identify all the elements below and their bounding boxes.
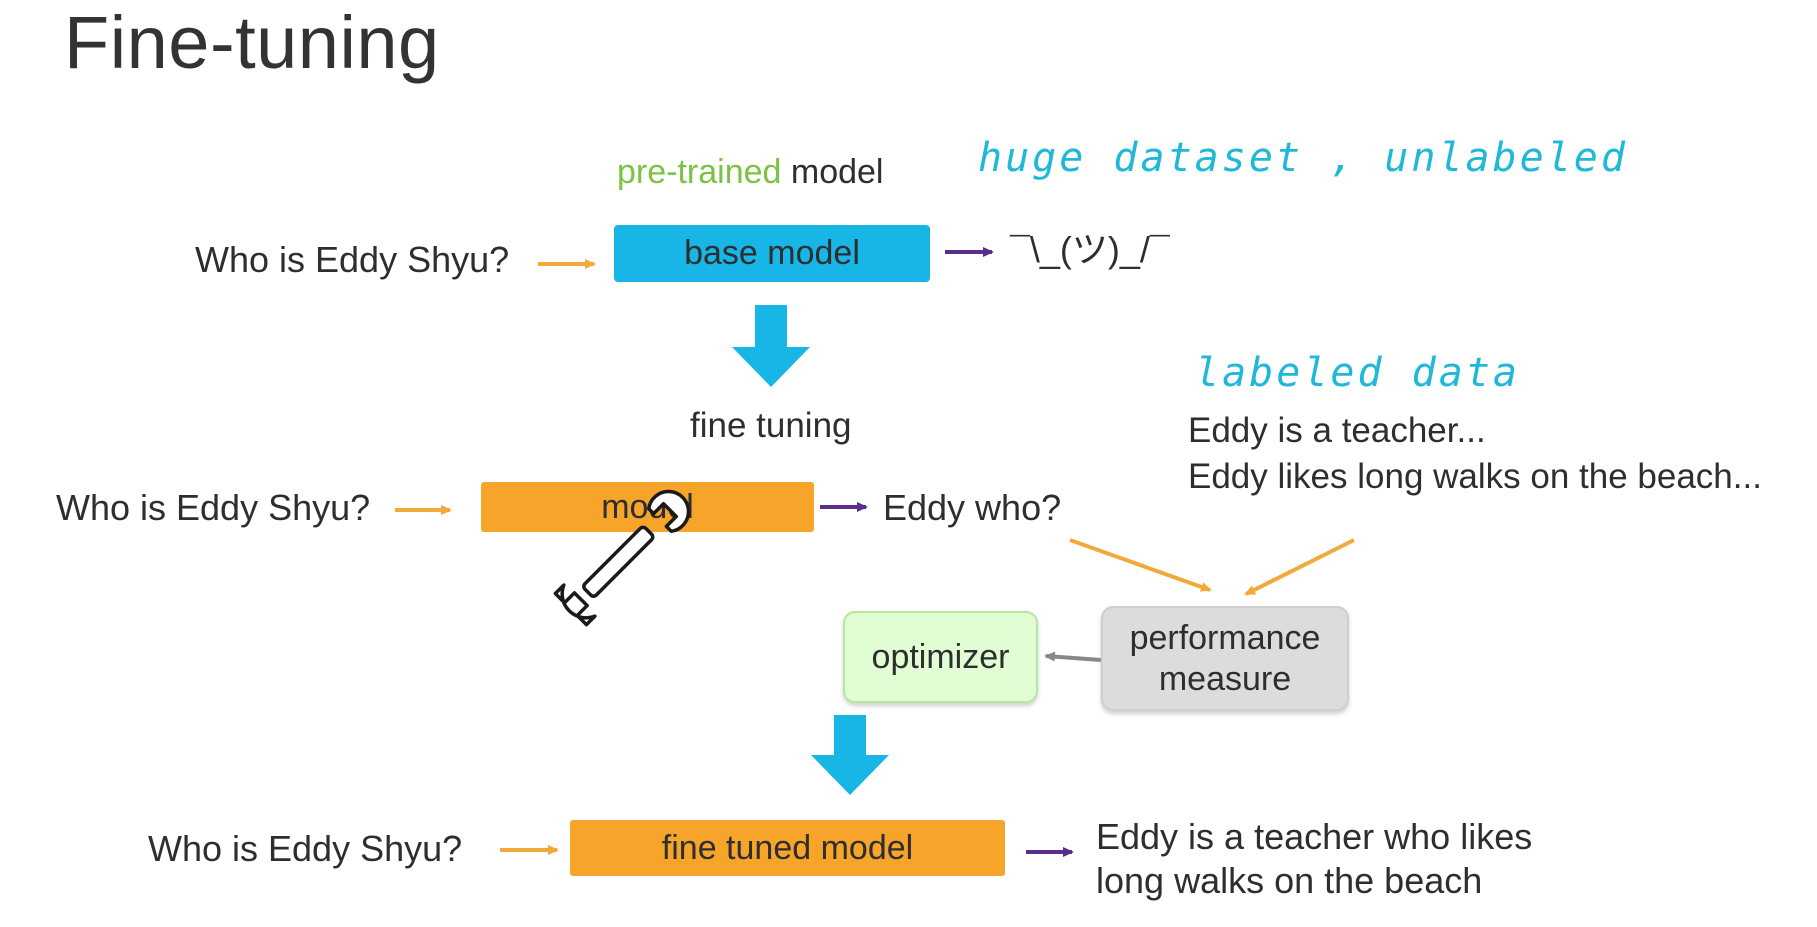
performance-line2: measure (1158, 659, 1292, 698)
top-question: Who is Eddy Shyu? (195, 239, 510, 280)
fine-tuned-output-line2: long walks on the beach (1096, 860, 1483, 901)
optimizer-label: optimizer (871, 637, 1010, 676)
labeled-data-line2: Eddy likes long walks on the beach... (1188, 457, 1762, 496)
huge-dataset-annotation: huge dataset , unlabeled (978, 135, 1628, 181)
performance-measure-box: performance measure (1101, 606, 1349, 711)
optimizer-box: optimizer (843, 611, 1038, 703)
labeled-data-line1: Eddy is a teacher... (1188, 411, 1486, 450)
down-arrow-icon (811, 715, 889, 795)
base-model-output: ¯\_(ツ)_/¯ (1010, 229, 1170, 270)
performance-line1: performance (1129, 618, 1321, 657)
fine-tuned-output-line1: Eddy is a teacher who likes (1096, 816, 1533, 857)
slide-title: Fine-tuning (64, 1, 440, 84)
model-box: model (481, 482, 814, 532)
measure-to-optimizer-arrow (1044, 651, 1102, 662)
middle-question: Who is Eddy Shyu? (56, 487, 371, 528)
bottom-question: Who is Eddy Shyu? (148, 828, 463, 869)
eddy-who-to-measure-arrow (1069, 538, 1212, 592)
base-model-box: base model (614, 225, 930, 282)
pretrained-word: pre-trained (617, 153, 782, 191)
pretrained-model-heading: pre-trained model (617, 152, 883, 193)
model-word: model (781, 153, 884, 191)
model-output: Eddy who? (883, 487, 1062, 528)
down-arrow-icon (732, 305, 810, 387)
fine-tuned-model-box: fine tuned model (570, 820, 1005, 876)
labeled-data-to-measure-arrow (1244, 538, 1355, 596)
labeled-data-annotation: labeled data (1195, 350, 1520, 396)
fine-tuning-label: fine tuning (690, 406, 852, 445)
